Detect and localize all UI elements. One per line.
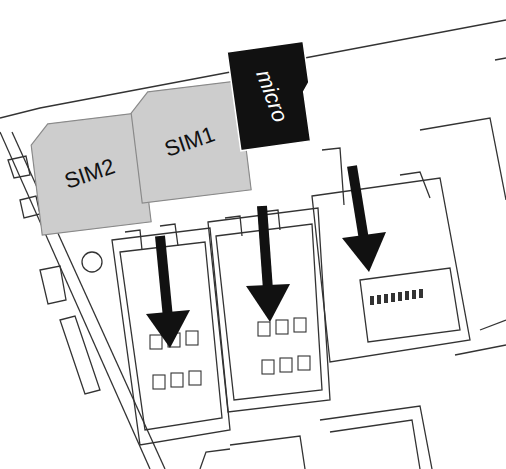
card-shape bbox=[129, 81, 251, 203]
microsd-card: micro bbox=[225, 39, 319, 153]
card-shape bbox=[227, 41, 317, 151]
